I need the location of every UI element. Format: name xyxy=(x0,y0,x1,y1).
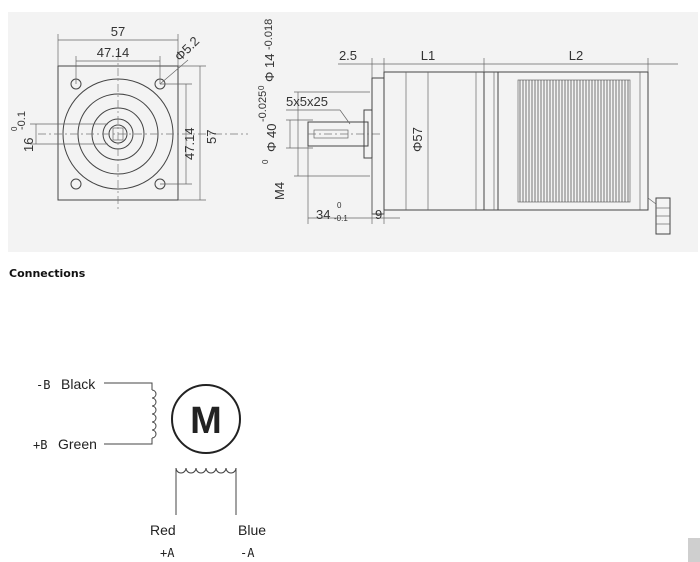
dim-hole-spacing-top: 47.14 xyxy=(97,45,130,60)
green-wire xyxy=(104,438,153,445)
red-wire-sign: +A xyxy=(160,546,175,560)
black-wire-label: Black xyxy=(61,376,96,392)
dim-l1: L1 xyxy=(421,48,435,63)
dim-key: 5x5x25 xyxy=(286,94,328,109)
motor-body xyxy=(497,71,649,211)
motor-front-cap xyxy=(483,71,499,211)
dim-boss-tol-lower: -0.025 xyxy=(257,91,269,122)
front-view: 57 47.14 Φ5.2 47.14 57 16 0 -0.1 xyxy=(10,24,248,212)
mechanical-drawing: 57 47.14 Φ5.2 47.14 57 16 0 -0.1 xyxy=(8,12,698,252)
dim-width: 57 xyxy=(111,24,125,39)
blue-wire-label: Blue xyxy=(238,522,266,538)
green-wire-label: Green xyxy=(58,436,97,452)
dim-shaft-dia-tol-lower: -0.018 xyxy=(263,19,275,50)
dim-shaft-flat-tol-upper: 0 xyxy=(10,126,19,131)
winding-a-coil xyxy=(175,467,237,474)
side-view: 0 Φ 40 -0.025 0 Φ 14 -0.018 M4 xyxy=(257,19,678,235)
dim-boss: Φ 40 xyxy=(264,124,279,152)
motor-symbol xyxy=(171,384,241,454)
dim-boss-tol-upper: 0 xyxy=(261,159,270,164)
cooling-fins xyxy=(519,80,629,202)
dim-flange: 9 xyxy=(375,207,382,222)
connections-heading: Connections xyxy=(9,267,86,280)
dim-height: 57 xyxy=(204,130,219,144)
gearbox-body xyxy=(383,71,485,211)
blue-wire-sign: -A xyxy=(240,546,255,560)
dim-shaft-len-tol-upper: 0 xyxy=(337,201,342,210)
corner-tab xyxy=(688,538,700,562)
dimension-drawing-svg: 57 47.14 Φ5.2 47.14 57 16 0 -0.1 xyxy=(10,19,678,235)
dim-thread: M4 xyxy=(272,182,287,200)
dim-l2: L2 xyxy=(569,48,583,63)
dim-hole-spacing-right: 47.14 xyxy=(182,127,197,160)
red-wire-label: Red xyxy=(150,522,176,538)
black-wire-sign: -B xyxy=(36,378,50,392)
dim-body-dia: Φ57 xyxy=(410,127,425,152)
black-wire xyxy=(104,382,153,390)
dim-shaft-len-tol-lower: -0.1 xyxy=(334,214,348,223)
dim-shaft-dia-tol-upper: 0 xyxy=(257,85,266,90)
dim-shaft-flat: 16 xyxy=(21,138,36,152)
dim-shaft-dia: Φ 14 xyxy=(262,54,277,82)
dim-shaft-len: 34 xyxy=(316,207,330,222)
motor-letter: M xyxy=(190,400,222,442)
dim-shaft-flat-tol-lower: -0.1 xyxy=(16,111,28,130)
green-wire-sign: +B xyxy=(33,438,47,452)
flange xyxy=(371,77,385,215)
wiring-diagram: -B Black +B Green M Red Blue +A -A xyxy=(0,330,320,562)
mount-hole-bl xyxy=(70,178,82,190)
dim-pilot: 2.5 xyxy=(339,48,357,63)
winding-b-coil xyxy=(151,389,157,439)
dim-hole-dia: Φ5.2 xyxy=(172,33,203,64)
